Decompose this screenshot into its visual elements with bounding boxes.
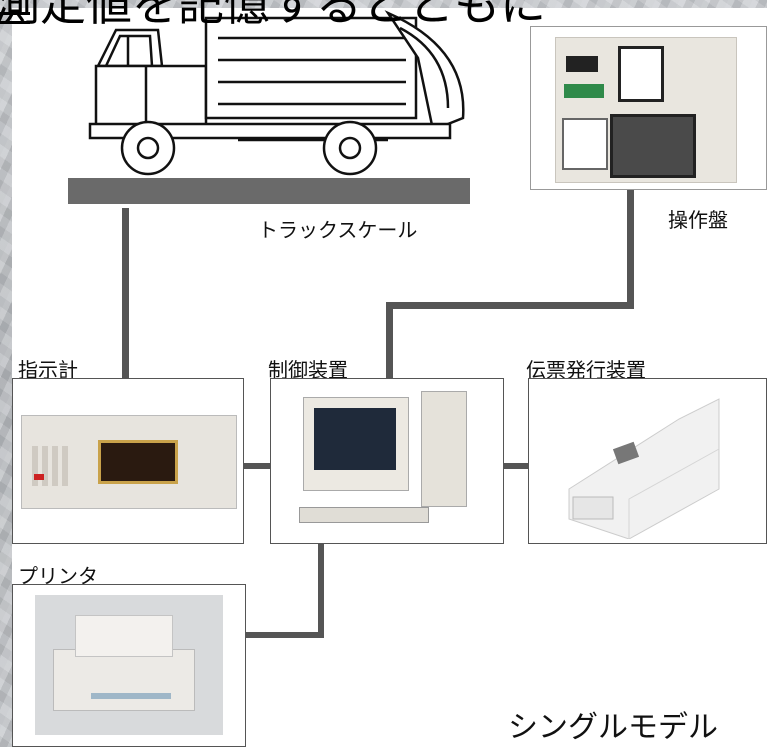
printer-photo [35, 595, 223, 735]
truck-scale-label: トラックスケール [258, 218, 418, 242]
control-panel-frame [530, 26, 767, 190]
truck-scale-platform [68, 178, 470, 204]
slip-issuer-frame [528, 378, 767, 544]
pc-screen [314, 408, 396, 470]
control-panel-label: 操作盤 [668, 208, 728, 232]
panel-display [566, 56, 598, 72]
indicator-red-button [34, 474, 44, 480]
printer-paper-tray [75, 615, 173, 657]
wire-controller-to-issuer [498, 463, 532, 469]
wire-panel-vertical [627, 188, 634, 306]
indicator-frame [12, 378, 244, 544]
printer-body [53, 649, 195, 711]
heading-line-1: 測定値を記憶するとともに [0, 0, 546, 31]
pc-keyboard [299, 507, 429, 523]
panel-card-slot [618, 46, 664, 102]
wire-panel-horizontal [386, 302, 634, 309]
panel-printer [562, 118, 608, 170]
panel-screen [610, 114, 696, 178]
printer-control-strip [91, 693, 171, 699]
indicator-keypad [32, 446, 72, 486]
pc-tower [421, 391, 467, 507]
wire-controller-to-printer [245, 632, 324, 638]
wire-indicator-to-controller [236, 463, 276, 469]
printer-frame [12, 584, 246, 747]
pc-monitor [303, 397, 409, 491]
heading-line-2 [0, 12, 30, 24]
system-diagram: 操作盤 トラックスケール 指示計 制御装置 伝票発行装置 プリンタ [12, 8, 767, 747]
panel-indicator-green [564, 84, 604, 98]
indicator-photo [21, 415, 237, 509]
slip-issuer-illustration [568, 398, 720, 539]
controller-frame [270, 378, 504, 544]
wire-scale-to-indicator [122, 208, 129, 386]
control-panel-photo [555, 37, 737, 183]
wire-controller-down [318, 542, 324, 638]
garbage-truck-illustration [88, 8, 468, 178]
indicator-display [98, 440, 178, 484]
model-label: シングルモデル [508, 710, 718, 745]
page-heading: 測定値を記憶するとともに [0, 0, 767, 68]
wire-panel-to-controller [386, 302, 393, 386]
